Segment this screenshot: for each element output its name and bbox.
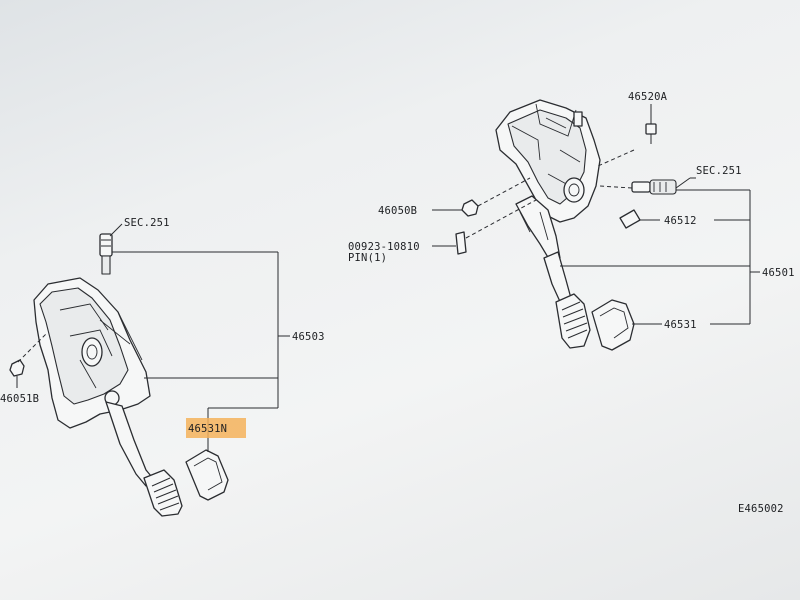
left-pedal-assembly [9, 233, 229, 517]
label-46520a[interactable]: 46520A [628, 91, 668, 103]
label-pin: PIN(1) [348, 252, 387, 264]
label-46512[interactable]: 46512 [664, 215, 697, 227]
label-sec251-right[interactable]: SEC.251 [696, 165, 742, 177]
label-46531n[interactable]: 46531N [188, 423, 227, 435]
label-46531[interactable]: 46531 [664, 319, 697, 331]
label-46503[interactable]: 46503 [292, 331, 325, 343]
label-46051b[interactable]: 46051B [0, 393, 39, 405]
highlight-46531n [186, 418, 246, 438]
left-leaders [17, 223, 290, 452]
right-pedal-assembly [455, 99, 677, 351]
label-pin-number[interactable]: 00923-10810 [348, 241, 420, 253]
figure-code: E465002 [738, 503, 784, 515]
label-46050b[interactable]: 46050B [378, 205, 417, 217]
right-leaders [432, 104, 760, 325]
label-sec251-left[interactable]: SEC.251 [124, 217, 170, 229]
label-46501[interactable]: 46501 [762, 267, 795, 279]
